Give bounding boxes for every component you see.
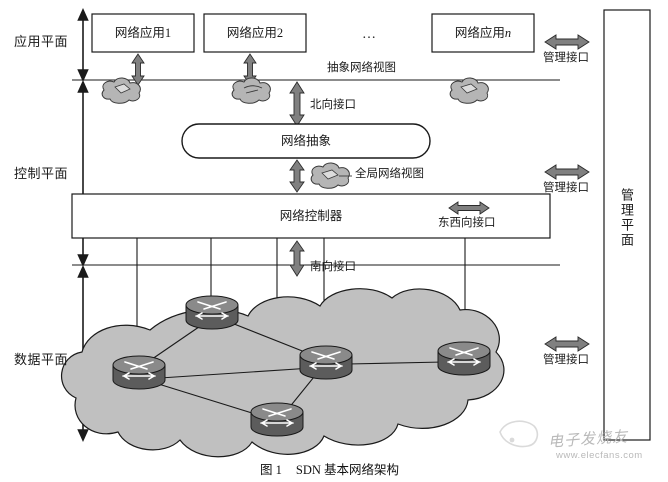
figure-caption-number: 图 1 — [260, 463, 282, 477]
management-plane-label: 管理平面 — [619, 188, 634, 248]
management-interface-label-2: 管理接口 — [543, 182, 589, 194]
plane-label-data: 数据平面 — [14, 352, 69, 367]
router-r5[interactable] — [250, 402, 304, 437]
application-ellipsis: … — [362, 27, 378, 42]
small-cloud-app2 — [231, 77, 271, 104]
network-controller-label: 网络控制器 — [279, 209, 343, 223]
topology-link-r3-r4 — [347, 361, 445, 365]
bracket-control-arrow-up — [77, 80, 89, 93]
watermark-logo-icon — [499, 420, 539, 448]
management-interface-label-3: 管理接口 — [543, 354, 589, 366]
management-interface-arrows — [544, 34, 590, 352]
network-controller-box[interactable] — [71, 193, 551, 239]
bracket-data-arrow-up — [77, 265, 89, 278]
topology-link-r2-r3 — [159, 367, 313, 379]
application-label-n-text: 网络应用 — [454, 26, 505, 40]
southbound-interface-arrow — [289, 240, 305, 277]
application-label-n-suffix: n — [504, 26, 512, 40]
application-label-1: 网络应用1 — [114, 26, 172, 40]
eastwest-interface-label: 东西向接口 — [438, 217, 496, 229]
eastwest-interface-arrow — [448, 201, 490, 215]
network-abstraction-rect[interactable] — [181, 123, 431, 159]
router-r1[interactable] — [185, 295, 239, 330]
bracket-data-arrow-down — [77, 429, 89, 442]
router-r4[interactable] — [437, 341, 491, 376]
topology-link-r2-r5 — [151, 381, 269, 419]
management-plane-box[interactable] — [603, 9, 651, 441]
application-boxes — [91, 13, 535, 53]
management-interface-label-1: 管理接口 — [543, 52, 589, 64]
small-cloud-app1 — [101, 77, 141, 104]
arrow-management-1 — [544, 34, 590, 50]
plane-label-application: 应用平面 — [14, 34, 69, 49]
small-cloud-icons — [101, 77, 489, 189]
bracket-application-arrow-down — [77, 69, 89, 82]
router-r2[interactable] — [112, 355, 166, 390]
arrow-abstraction-to-controller — [289, 159, 305, 193]
northbound-interface-arrow — [289, 81, 305, 127]
application-label-n: 网络应用n — [439, 27, 527, 40]
router-r3[interactable] — [299, 345, 353, 380]
northbound-interface-label: 北向接口 — [310, 99, 356, 111]
arrow-northbound — [289, 81, 305, 127]
global-view-arrow — [289, 159, 305, 193]
routers — [112, 295, 491, 437]
data-plane-cloud — [60, 288, 505, 458]
bracket-control-arrow-down — [77, 254, 89, 267]
abstract-network-view-label: 抽象网络视图 — [327, 62, 396, 74]
southbound-interface-label: 南向接口 — [310, 261, 356, 273]
application-box-n[interactable] — [431, 13, 535, 53]
small-cloud-global-view — [310, 162, 352, 189]
network-abstraction-label: 网络抽象 — [280, 134, 331, 148]
application-box-2[interactable] — [203, 13, 307, 53]
plane-divider-lines — [72, 79, 560, 266]
application-box-1[interactable] — [91, 13, 195, 53]
data-plane-cloud-shape — [60, 288, 505, 458]
figure-caption: 图 1 SDN 基本网络架构 — [260, 459, 399, 478]
arrow-southbound — [289, 240, 305, 277]
application-northbound-arrows — [131, 53, 257, 86]
network-abstraction-box-shape — [181, 123, 431, 159]
small-cloud-appn — [449, 77, 489, 104]
arrow-management-3 — [544, 336, 590, 352]
arrow-management-2 — [544, 164, 590, 180]
bracket-application-arrow-up — [77, 8, 89, 21]
global-network-view-label: 全局网络视图 — [355, 168, 424, 180]
figure-caption-text: SDN 基本网络架构 — [295, 463, 400, 477]
application-label-2: 网络应用2 — [226, 26, 284, 40]
plane-label-control: 控制平面 — [14, 166, 69, 181]
arrow-eastwest — [448, 201, 490, 215]
